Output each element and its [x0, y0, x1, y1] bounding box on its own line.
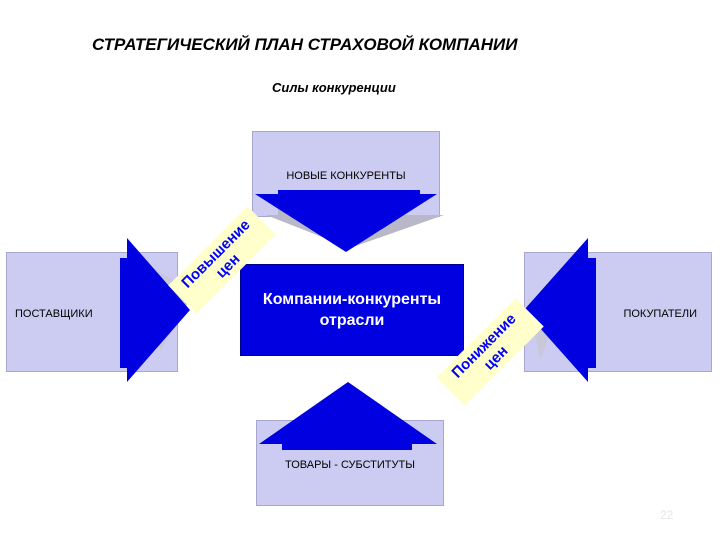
page-number: 22 — [660, 508, 674, 522]
substitutes-label: ТОВАРЫ - СУБСТИТУТЫ — [285, 459, 415, 471]
new-competitors-label: НОВЫЕ КОНКУРЕНТЫ — [286, 170, 406, 182]
industry-competitors-box: Компании-конкуренты отрасли — [240, 264, 464, 356]
buyers-arrow-head — [524, 238, 596, 382]
new-competitors-arrow-head — [255, 190, 437, 252]
slide-subtitle: Силы конкуренции — [272, 80, 396, 95]
substitutes-arrow-head — [259, 382, 437, 450]
slide-title: СТРАТЕГИЧЕСКИЙ ПЛАН СТРАХОВОЙ КОМПАНИИ — [92, 35, 518, 54]
center-label-line1: Компании-конкуренты — [262, 291, 442, 308]
suppliers-arrow-head — [120, 238, 190, 382]
buyers-label: ПОКУПАТЕЛИ — [623, 308, 697, 320]
suppliers-label: ПОСТАВЩИКИ — [15, 308, 93, 320]
center-label-line2: отрасли — [319, 312, 385, 329]
